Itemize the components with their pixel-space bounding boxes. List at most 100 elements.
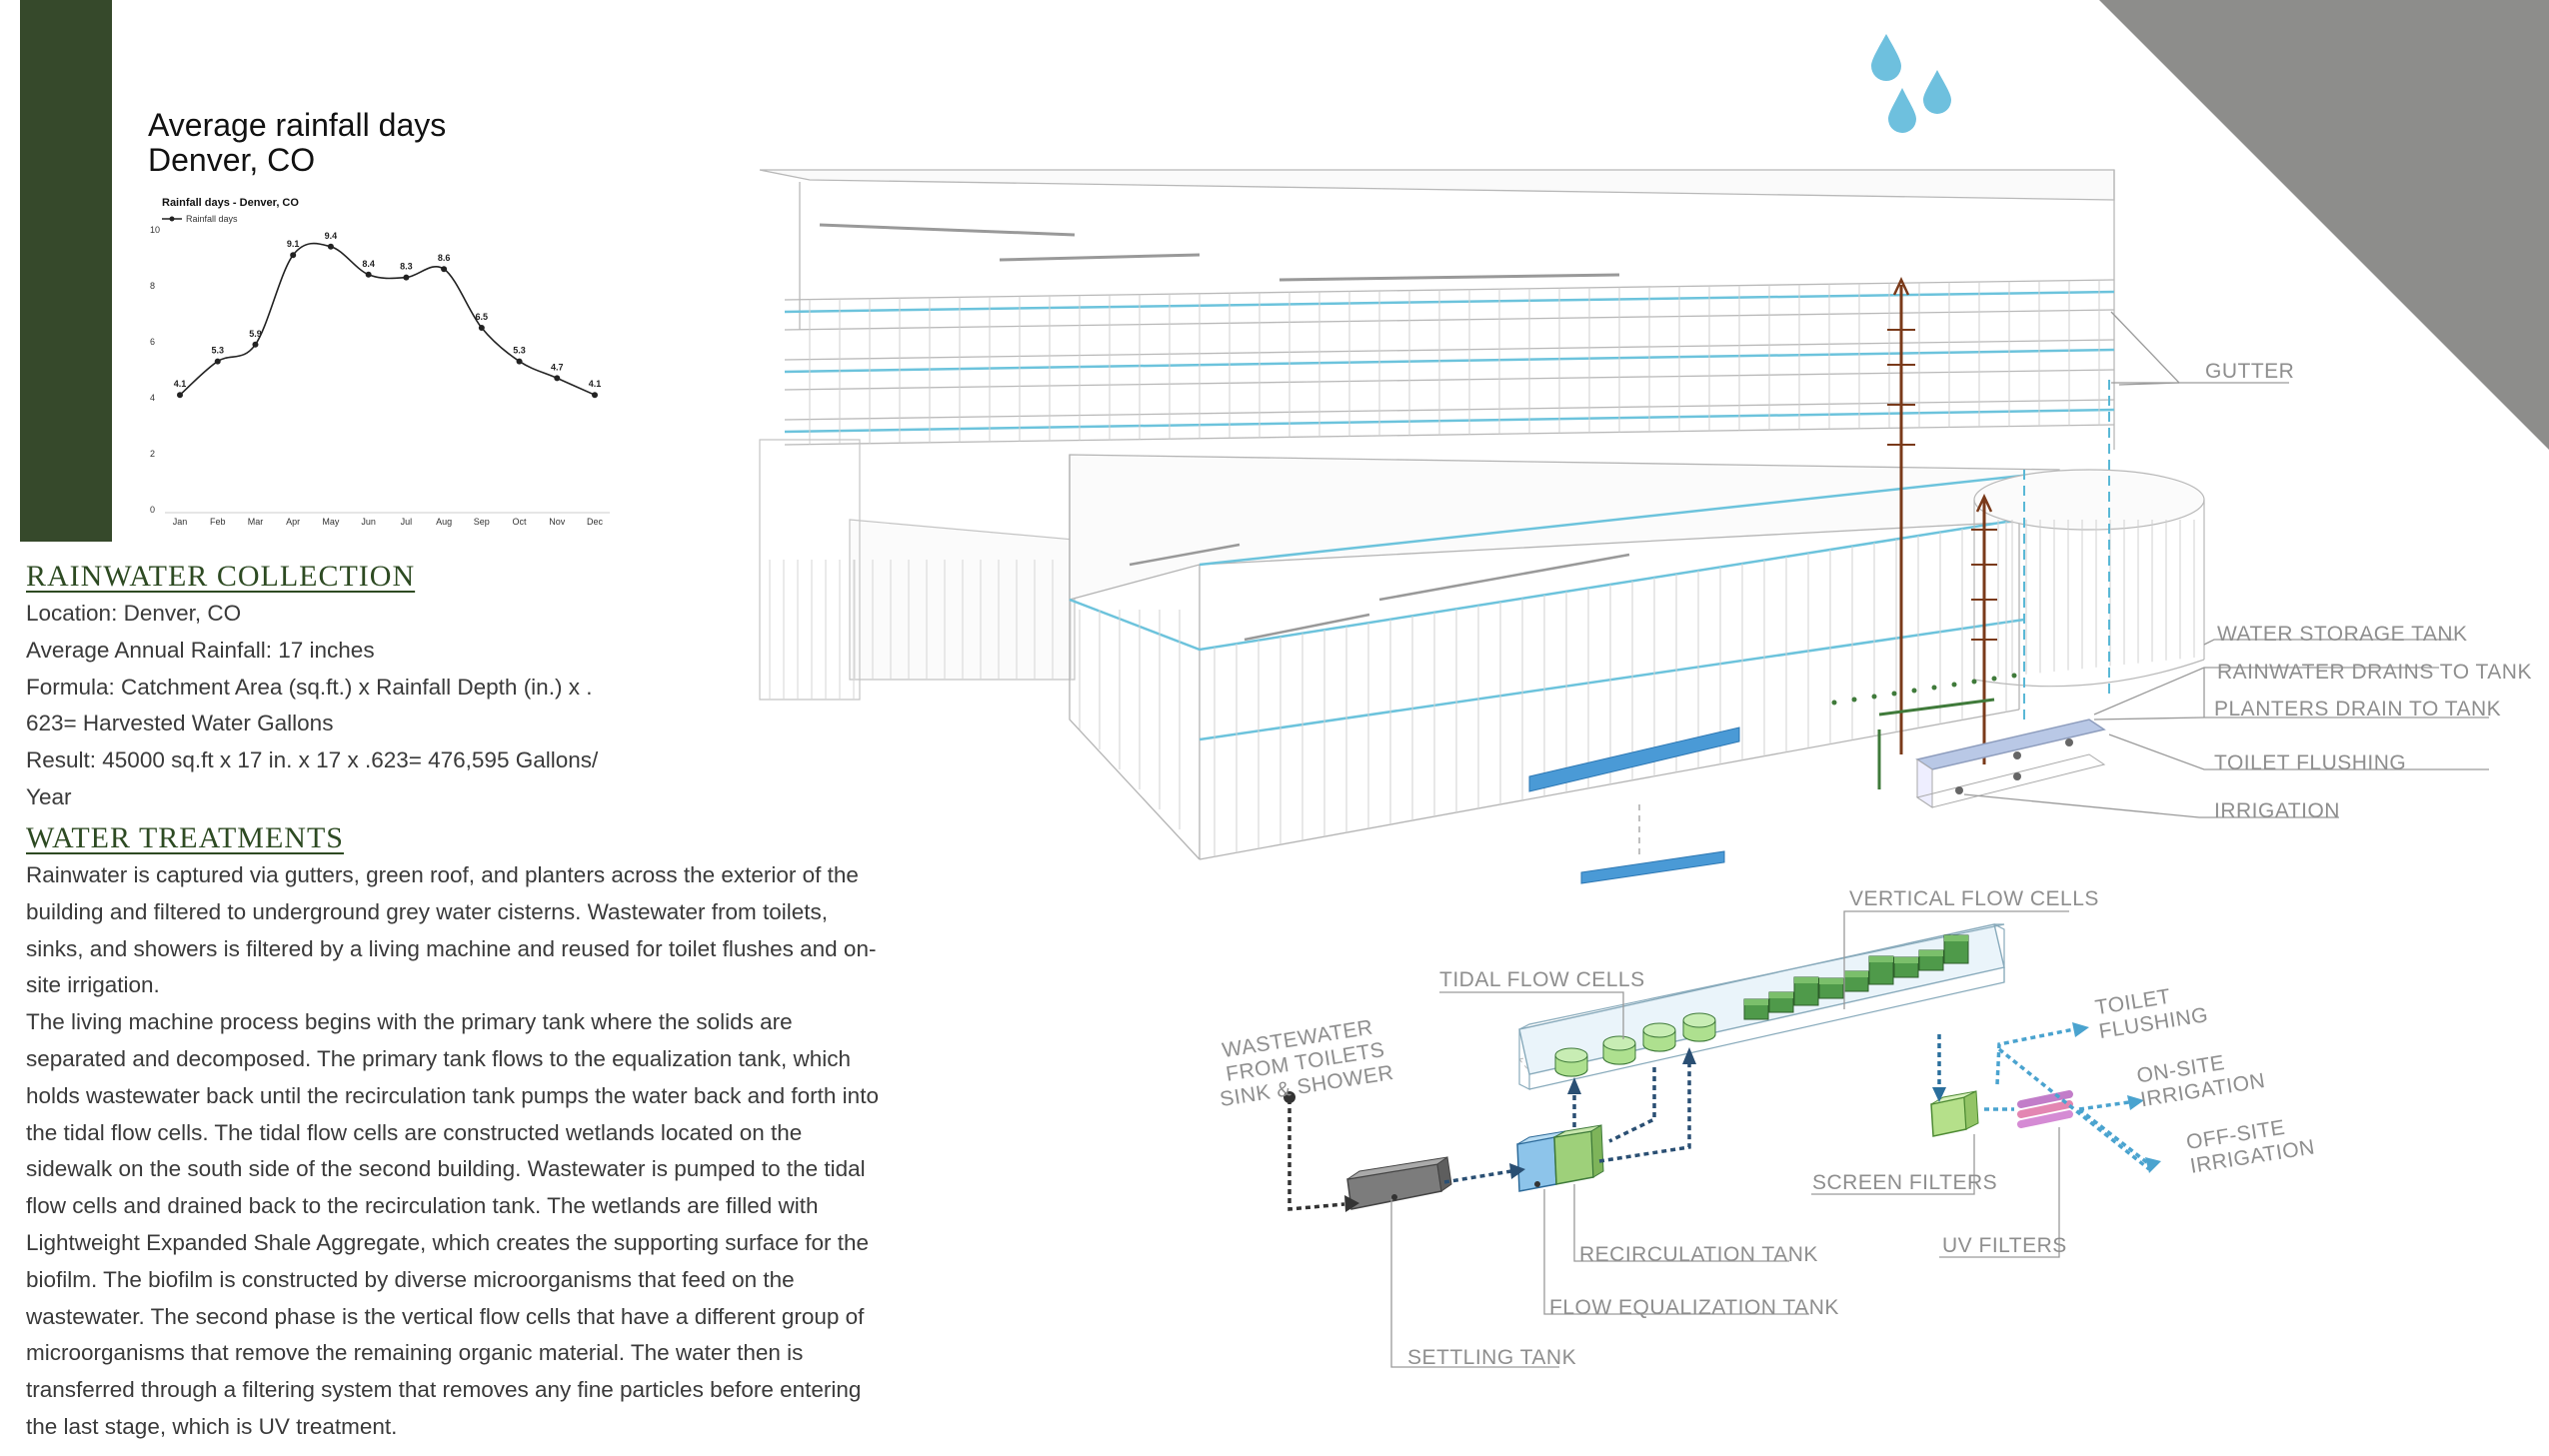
rainwater-line: Result: 45000 sq.ft x 17 in. x 17 x .623… — [26, 747, 599, 773]
x-tick-label: Sep — [474, 517, 490, 527]
raindrop-icon — [1923, 70, 1951, 114]
treatments-line: Lightweight Expanded Shale Aggregate, wh… — [26, 1229, 870, 1255]
label-irrigation: IRRIGATION — [2214, 799, 2340, 822]
data-label: 4.1 — [589, 379, 602, 389]
label-gutter: GUTTER — [2205, 360, 2294, 383]
data-point — [554, 375, 561, 382]
tidal-cell-bars — [1528, 727, 1740, 884]
pipe-ticks — [1887, 329, 1997, 641]
y-tick-label: 10 — [150, 225, 160, 235]
chart-title: Rainfall days - Denver, CO — [162, 197, 299, 209]
screen-filters — [1930, 1090, 1979, 1137]
legend-marker — [169, 216, 175, 222]
rainwater-section: RAINWATER COLLECTION Location: Denver, C… — [26, 558, 926, 816]
data-point — [478, 325, 485, 331]
arrow-head — [1682, 1047, 1696, 1064]
rainfall-chart: Rainfall days - Denver, CO Rainfall days… — [150, 197, 610, 527]
recirculation-tank — [1553, 1124, 1604, 1185]
accent-bar — [20, 0, 112, 542]
arrow-head — [2145, 1157, 2161, 1173]
data-point — [365, 271, 372, 278]
arrow-head — [1567, 1077, 1581, 1094]
drain-pipes — [1877, 277, 2110, 789]
arrow-head — [1344, 1195, 1359, 1212]
treatments-line: The living machine process begins with t… — [26, 1009, 793, 1035]
data-point — [177, 392, 183, 399]
x-tick-label: Dec — [587, 517, 604, 527]
system-leaders — [1390, 910, 2069, 1368]
x-tick-label: Aug — [436, 517, 452, 527]
arrow-head — [2127, 1095, 2144, 1110]
gutter-lines — [784, 290, 2115, 434]
upper-facade-grid — [809, 280, 2100, 445]
treatments-line: holds wastewater back until the recircul… — [26, 1082, 879, 1108]
x-tick-label: Nov — [549, 517, 566, 527]
planter-dots — [1831, 673, 2017, 706]
treatments-line: biofilm. The biofilm is constructed by d… — [26, 1266, 795, 1292]
arrow-heads — [1283, 1022, 2161, 1212]
x-tick-label: Jul — [401, 517, 413, 527]
settling-tank — [1346, 1156, 1452, 1210]
raindrop-icon — [1871, 34, 1901, 81]
treatments-line: microorganisms that remove the remaining… — [26, 1340, 804, 1366]
chart-heading-line-1: Average rainfall days — [148, 107, 447, 143]
label-recirculation: RECIRCULATION TANK — [1579, 1243, 1818, 1266]
data-point — [252, 341, 259, 348]
cylinder-grid — [1983, 520, 2195, 679]
x-tick-label: Feb — [210, 517, 226, 527]
treatments-line: flow cells and drained back to the recir… — [26, 1193, 819, 1219]
label-uv-filters: UV FILTERS — [1942, 1234, 2067, 1257]
data-label: 4.7 — [551, 362, 564, 372]
treatments-line: the tidal flow cells. The tidal flow cel… — [26, 1119, 803, 1145]
treatments-section: WATER TREATMENTS Rainwater is captured v… — [26, 819, 926, 1446]
label-planters-drain: PLANTERS DRAIN TO TANK — [2214, 698, 2501, 721]
arrow-head — [1932, 1087, 1946, 1102]
y-tick-label: 4 — [150, 393, 155, 403]
x-tick-label: Apr — [286, 517, 300, 527]
chart-heading: Average rainfall days Denver, CO — [148, 108, 446, 178]
label-toilet-flushing: TOILET FLUSHING — [2214, 751, 2406, 774]
treatments-line: the last stage, which is UV treatment. — [26, 1413, 398, 1439]
data-point — [214, 358, 221, 365]
flow-arrows — [1287, 1027, 2151, 1211]
main-building — [1069, 454, 2060, 860]
treatments-text: Rainwater is captured via gutters, green… — [26, 857, 926, 1446]
upper-building — [759, 169, 2115, 450]
data-label: 4.1 — [174, 379, 187, 389]
data-point — [290, 252, 297, 259]
treatments-line: building and filtered to underground gre… — [26, 898, 829, 924]
label-storage-tank: WATER STORAGE TANK — [2217, 623, 2468, 646]
series-line — [179, 242, 596, 396]
data-point — [516, 358, 523, 365]
uv-filters — [2017, 1090, 2073, 1128]
data-point — [441, 266, 448, 273]
treatments-line: sinks, and showers is filtered by a livi… — [26, 935, 877, 961]
tidal-flow-cells — [1554, 1012, 1716, 1077]
treatments-line: separated and decomposed. The primary ta… — [26, 1045, 852, 1071]
rainwater-line: Location: Denver, CO — [26, 601, 242, 626]
treatments-line: site irrigation. — [26, 972, 160, 998]
x-tick-label: Mar — [248, 517, 264, 527]
label-screen-filters: SCREEN FILTERS — [1812, 1171, 1997, 1194]
x-tick-label: Jan — [173, 517, 188, 527]
data-point — [403, 274, 410, 281]
chart-heading-line-2: Denver, CO — [148, 142, 316, 178]
lower-left-block — [759, 439, 1076, 701]
left-facade-grid — [769, 560, 1072, 700]
x-tick-label: Oct — [513, 517, 528, 527]
building-labels: GUTTER WATER STORAGE TANK RAINWATER DRAI… — [2205, 360, 2531, 822]
rainwater-line: Average Annual Rainfall: 17 inches — [26, 637, 375, 663]
cylinder-tower — [1973, 469, 2205, 688]
rainwater-line: Formula: Catchment Area (sq.ft.) x Rainf… — [26, 674, 593, 700]
label-vertical-flow: VERTICAL FLOW CELLS — [1849, 887, 2099, 910]
data-point — [327, 243, 334, 250]
y-tick-label: 2 — [150, 449, 155, 459]
treatments-line: Rainwater is captured via gutters, green… — [26, 862, 859, 887]
data-label: 9.4 — [325, 231, 338, 241]
x-tick-label: Jun — [361, 517, 376, 527]
arrow-head — [1509, 1163, 1525, 1179]
data-point — [592, 392, 598, 399]
data-label: 8.6 — [438, 253, 451, 263]
building-blue-edges — [1069, 470, 2060, 741]
arrow-head — [2072, 1022, 2089, 1037]
